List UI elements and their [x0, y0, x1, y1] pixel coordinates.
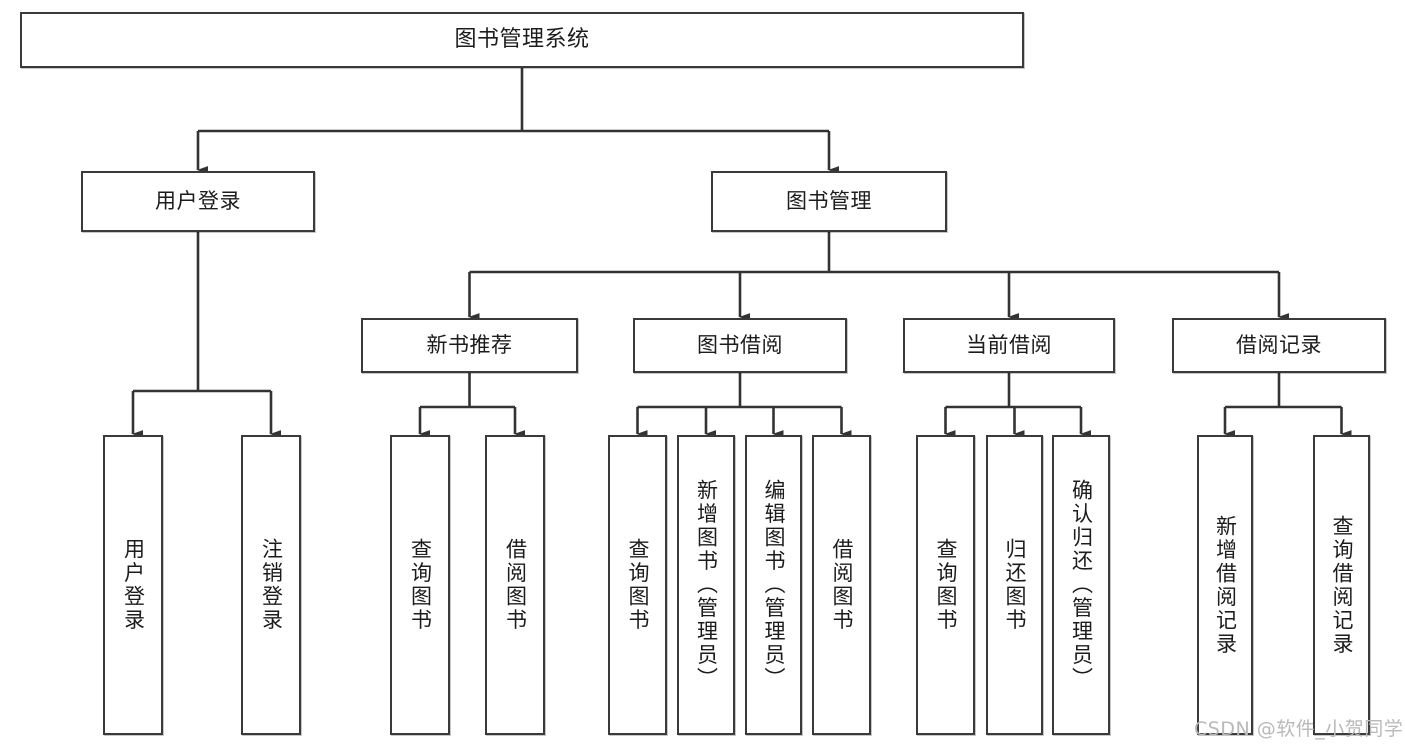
node-label-l_query1: 查询图书 — [408, 538, 433, 632]
node-l_borrow1[interactable]: 借阅图书 — [485, 435, 545, 735]
node-label-l_queryrec: 查询借阅记录 — [1330, 514, 1354, 656]
node-root[interactable]: 图书管理系统 — [20, 12, 1024, 68]
node-records[interactable]: 借阅记录 — [1172, 318, 1386, 373]
csdn-watermark: CSDN @软件_小贺同学 — [1194, 718, 1404, 740]
node-label-current: 当前借阅 — [966, 333, 1052, 358]
node-l_return[interactable]: 归还图书 — [986, 435, 1043, 735]
node-label-l_userlogin: 用户登录 — [121, 538, 146, 632]
node-label-l_return: 归还图书 — [1003, 538, 1027, 632]
node-current[interactable]: 当前借阅 — [903, 318, 1115, 373]
node-l_borrow2[interactable]: 借阅图书 — [812, 435, 871, 735]
node-bookmgmt[interactable]: 图书管理 — [711, 171, 947, 232]
node-l_edit[interactable]: 编辑图书（管理员） — [745, 435, 802, 735]
node-label-l_add: 新增图书（管理员） — [694, 479, 719, 691]
node-label-borrow: 图书借阅 — [697, 333, 783, 358]
node-login[interactable]: 用户登录 — [81, 171, 315, 232]
node-label-l_query3: 查询图书 — [934, 538, 958, 632]
node-label-records: 借阅记录 — [1236, 333, 1322, 358]
node-label-l_addrec: 新增借阅记录 — [1213, 514, 1238, 656]
node-l_confirm[interactable]: 确认归还（管理员） — [1052, 435, 1110, 735]
node-l_query1[interactable]: 查询图书 — [390, 435, 450, 735]
node-l_logout[interactable]: 注销登录 — [241, 435, 301, 735]
node-label-l_borrow2: 借阅图书 — [830, 538, 854, 632]
node-borrow[interactable]: 图书借阅 — [633, 318, 847, 373]
node-l_query2[interactable]: 查询图书 — [608, 435, 667, 735]
node-l_query3[interactable]: 查询图书 — [916, 435, 975, 735]
node-label-l_borrow1: 借阅图书 — [503, 538, 528, 632]
node-label-root: 图书管理系统 — [454, 27, 590, 53]
node-l_add[interactable]: 新增图书（管理员） — [677, 435, 735, 735]
node-label-l_confirm: 确认归还（管理员） — [1069, 479, 1094, 691]
node-label-bookmgmt: 图书管理 — [786, 189, 872, 214]
node-label-l_edit: 编辑图书（管理员） — [762, 479, 786, 691]
node-label-newbook: 新书推荐 — [426, 333, 513, 358]
node-label-l_query2: 查询图书 — [626, 538, 650, 632]
node-l_queryrec[interactable]: 查询借阅记录 — [1313, 435, 1370, 735]
node-newbook[interactable]: 新书推荐 — [361, 318, 578, 373]
node-label-l_logout: 注销登录 — [259, 538, 284, 632]
node-l_addrec[interactable]: 新增借阅记录 — [1197, 435, 1253, 735]
node-l_userlogin[interactable]: 用户登录 — [103, 435, 163, 735]
node-label-login: 用户登录 — [155, 189, 241, 214]
